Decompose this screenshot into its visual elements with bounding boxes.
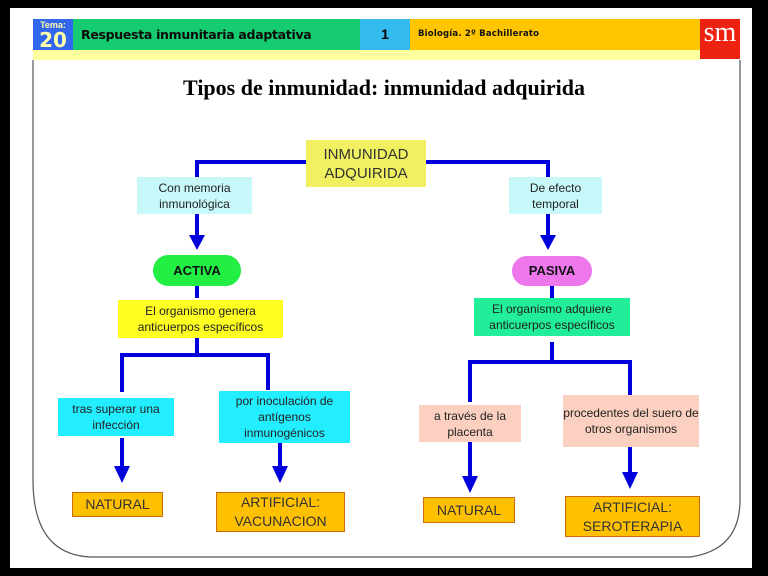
- right-condition: De efecto temporal: [509, 177, 602, 214]
- topic-badge: Tema: 20: [33, 19, 73, 50]
- arrowhead-vacunacion: [272, 466, 288, 483]
- pasiva-description: El organismo adquiere anticuerpos especí…: [474, 298, 630, 336]
- connector-root-left: [195, 160, 306, 178]
- logo-text: sm: [703, 17, 737, 48]
- pasiva-node: PASIVA: [512, 256, 592, 286]
- vacunacion-condition: por inoculación de antígenos inmunogénic…: [219, 391, 350, 443]
- arrowhead-right-natural: [462, 476, 478, 493]
- right-natural-condition: a través de la placenta: [419, 405, 521, 442]
- left-natural-result: NATURAL: [72, 492, 163, 517]
- connector-root-right: [426, 160, 550, 178]
- right-natural-result: NATURAL: [423, 497, 515, 523]
- seroterapia-condition: procedentes del suero de otros organismo…: [563, 395, 699, 447]
- arrowhead-activa: [189, 235, 205, 250]
- topic-label: Tema:: [40, 20, 66, 30]
- connector-right-split: [468, 342, 632, 402]
- arrowhead-left-natural: [114, 466, 130, 483]
- vacunacion-result: ARTIFICIAL: VACUNACION: [216, 492, 345, 532]
- header-band: [33, 50, 700, 60]
- subject-label: Biología. 2º Bachillerato: [410, 19, 700, 50]
- unit-title: Respuesta inmunitaria adaptativa: [73, 19, 360, 50]
- arrowhead-seroterapia: [622, 472, 638, 489]
- topic-number: 20: [39, 28, 67, 52]
- left-condition: Con memoria inmunológica: [137, 177, 252, 214]
- activa-node: ACTIVA: [153, 255, 241, 286]
- connector-left-split: [120, 338, 270, 392]
- slide-title: Tipos de inmunidad: inmunidad adquirida: [183, 75, 585, 100]
- page-number: 1: [360, 19, 410, 50]
- arrowhead-pasiva: [540, 235, 556, 250]
- activa-description: El organismo genera anticuerpos específi…: [118, 300, 283, 338]
- root-node: INMUNIDAD ADQUIRIDA: [306, 140, 426, 187]
- sm-logo: sm: [700, 19, 740, 59]
- seroterapia-result: ARTIFICIAL: SEROTERAPIA: [565, 496, 700, 537]
- left-natural-condition: tras superar una infección: [58, 398, 174, 436]
- frame-outline: [32, 60, 741, 558]
